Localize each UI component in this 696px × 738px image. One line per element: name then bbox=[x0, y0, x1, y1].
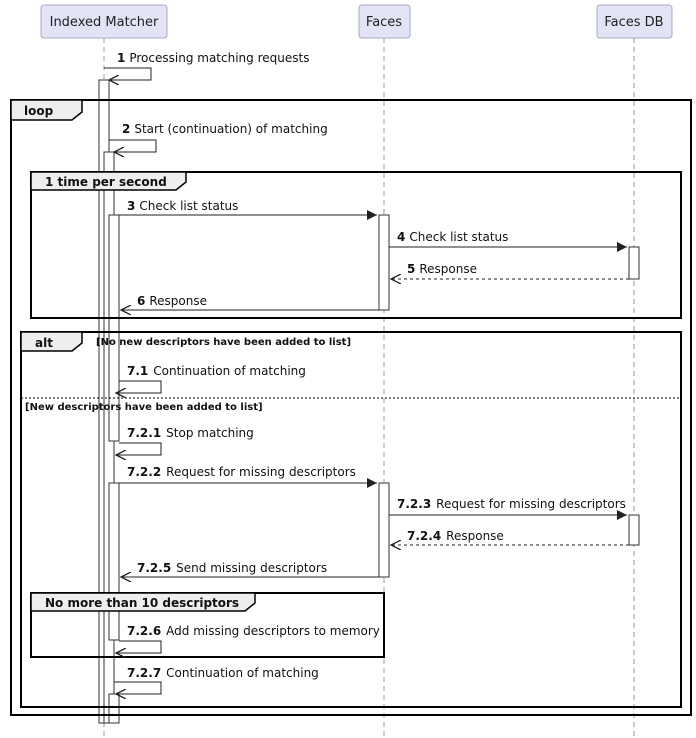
participant-indexed-matcher[interactable]: Indexed Matcher bbox=[40, 4, 168, 39]
message-7-2-3: 7.2.3 Request for missing descriptors bbox=[389, 497, 627, 520]
message-text: Add missing descriptors to memory bbox=[166, 624, 380, 638]
message-7-2-4: 7.2.4 Response bbox=[391, 529, 629, 545]
activation-matcher-continue bbox=[108, 693, 120, 724]
activation-facesdb-check bbox=[628, 246, 640, 280]
message-number: 7.1 bbox=[127, 364, 148, 378]
message-7-2-7: 7.2.7 Continuation of matching bbox=[114, 666, 319, 694]
message-3: 3 Check list status bbox=[119, 199, 377, 220]
message-text: Stop matching bbox=[166, 426, 254, 440]
alt-guard-no-new: [No new descriptors have been added to l… bbox=[96, 337, 351, 348]
message-text: Check list status bbox=[139, 199, 238, 213]
frame-label: alt bbox=[35, 336, 53, 350]
activation-faces-check bbox=[378, 214, 390, 311]
message-2: 2 Start (continuation) of matching bbox=[109, 122, 328, 152]
message-number: 7.2.2 bbox=[127, 465, 161, 479]
message-number: 5 bbox=[407, 262, 415, 276]
message-text: Response bbox=[419, 262, 477, 276]
message-number: 4 bbox=[397, 230, 405, 244]
message-1: 1 Processing matching requests bbox=[104, 51, 309, 80]
activation-matcher-request bbox=[108, 482, 120, 641]
message-number: 3 bbox=[127, 199, 135, 213]
message-number: 7.2.7 bbox=[127, 666, 161, 680]
participant-label: Indexed Matcher bbox=[50, 15, 159, 30]
message-text: Start (continuation) of matching bbox=[134, 122, 327, 136]
activation-facesdb-request bbox=[628, 514, 640, 546]
message-text: Request for missing descriptors bbox=[166, 465, 356, 479]
message-number: 7.2.5 bbox=[137, 561, 171, 575]
frame-once-per-second: 1 time per second bbox=[30, 171, 682, 319]
message-number: 7.2.6 bbox=[127, 624, 161, 638]
message-7-2-1: 7.2.1 Stop matching bbox=[116, 426, 254, 455]
frame-alt: alt [No new descriptors have been added … bbox=[20, 331, 682, 708]
message-number: 2 bbox=[122, 122, 130, 136]
message-text: Check list status bbox=[409, 230, 508, 244]
message-number: 7.2.1 bbox=[127, 426, 161, 440]
participant-label: Faces DB bbox=[604, 15, 663, 30]
frame-label: No more than 10 descriptors bbox=[45, 596, 239, 610]
message-7-2-6: 7.2.6 Add missing descriptors to memory bbox=[116, 624, 380, 653]
message-text: Processing matching requests bbox=[129, 51, 309, 65]
frame-label: 1 time per second bbox=[45, 175, 167, 189]
activation-faces-request bbox=[378, 482, 390, 578]
message-text: Response bbox=[446, 529, 504, 543]
message-7-1: 7.1 Continuation of matching bbox=[116, 364, 306, 393]
message-text: Send missing descriptors bbox=[176, 561, 327, 575]
participant-label: Faces bbox=[366, 15, 402, 30]
frame-label: loop bbox=[24, 104, 54, 118]
message-4: 4 Check list status bbox=[389, 230, 627, 252]
message-7-2-5: 7.2.5 Send missing descriptors bbox=[121, 561, 379, 577]
message-number: 1 bbox=[117, 51, 125, 65]
message-7-2-2: 7.2.2 Request for missing descriptors bbox=[119, 465, 377, 488]
participant-faces[interactable]: Faces bbox=[358, 4, 411, 39]
participant-faces-db[interactable]: Faces DB bbox=[596, 4, 673, 39]
alt-guard-new: [New descriptors have been added to list… bbox=[25, 402, 263, 413]
message-text: Continuation of matching bbox=[166, 666, 319, 680]
message-number: 6 bbox=[137, 294, 145, 308]
message-text: Response bbox=[149, 294, 207, 308]
message-text: Request for missing descriptors bbox=[436, 497, 626, 511]
message-text: Continuation of matching bbox=[153, 364, 306, 378]
message-5: 5 Response bbox=[391, 262, 629, 279]
activation-matcher-check bbox=[108, 214, 120, 442]
message-6: 6 Response bbox=[121, 294, 379, 310]
frame-max-ten: No more than 10 descriptors bbox=[30, 592, 385, 658]
message-number: 7.2.3 bbox=[397, 497, 431, 511]
frame-loop: loop bbox=[10, 99, 692, 716]
message-number: 7.2.4 bbox=[407, 529, 441, 543]
